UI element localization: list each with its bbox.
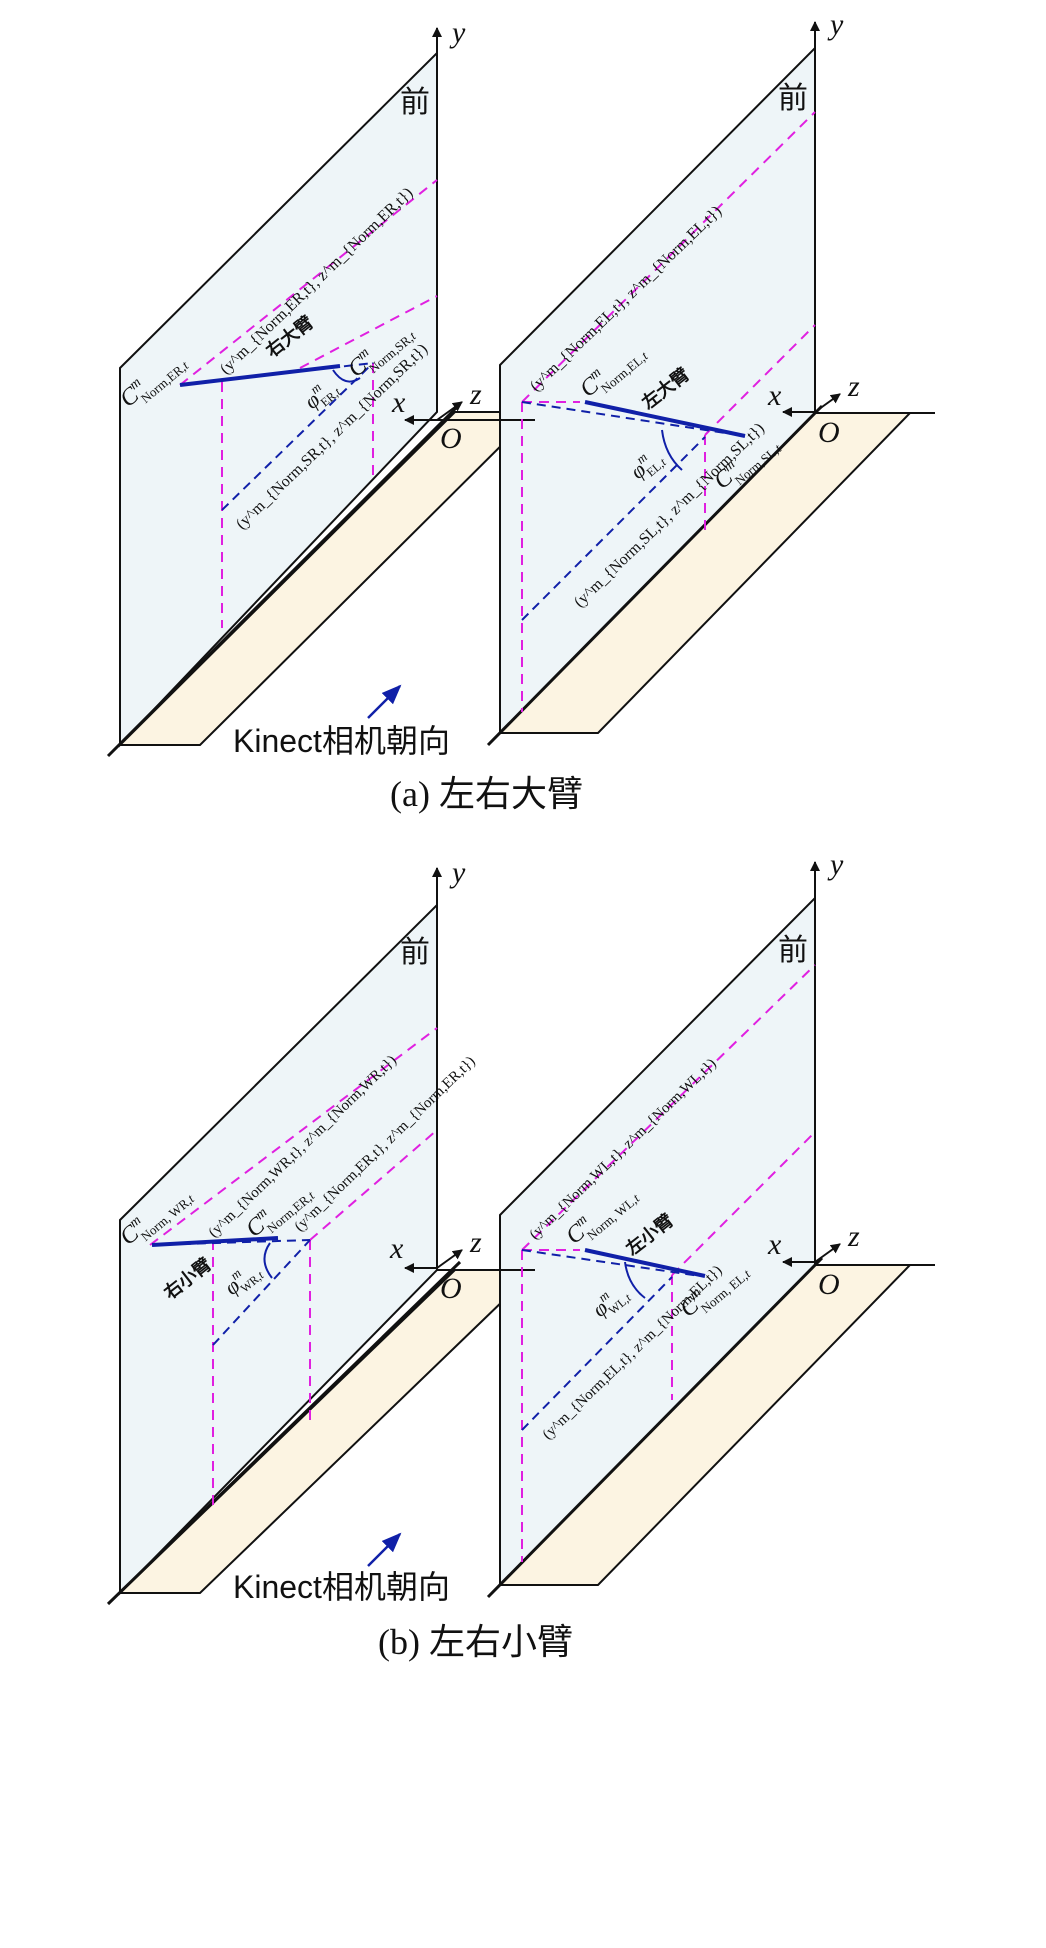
z-axis	[436, 401, 463, 421]
y-axis-label: y	[449, 16, 466, 49]
origin-label: O	[440, 1272, 462, 1305]
panel-a-left-wall-scene: y x z O 前 左大臂 CmNorm	[486, 8, 935, 747]
front-label: 前	[400, 85, 430, 120]
z-axis-label: z	[469, 378, 482, 411]
z-axis-label: z	[469, 1226, 482, 1259]
angle-label-right: φmWR,t	[218, 1255, 267, 1303]
x-axis-label: x	[767, 1228, 782, 1261]
y-axis-label: y	[827, 8, 844, 41]
camera-direction-arrow	[367, 1532, 402, 1567]
x-axis-label: x	[391, 386, 406, 419]
left-upper-arm-segment	[584, 400, 746, 438]
left-forearm-segment	[584, 1248, 706, 1278]
camera-direction-label: Kinect相机朝向	[233, 1569, 450, 1605]
origin-label: O	[818, 1268, 840, 1301]
x-axis-label: x	[767, 379, 782, 412]
panel-b-right-wall-scene: y x z O 前 右小臂 CmNorm, WR,t	[106, 856, 538, 1606]
front-label: 前	[400, 935, 430, 970]
z-axis-label: z	[847, 370, 860, 403]
front-label: 前	[778, 933, 808, 968]
angle-arc	[263, 1242, 273, 1279]
y-axis-label: y	[449, 856, 466, 889]
front-label: 前	[778, 81, 808, 116]
panel-a-right-wall-scene: y x z O 前	[106, 16, 538, 758]
right-upper-arm-segment	[179, 364, 341, 387]
z-axis	[814, 1243, 841, 1263]
panel-a: y x z O 前	[106, 8, 935, 814]
z-axis	[436, 1249, 463, 1269]
x-axis-label: x	[389, 1232, 404, 1265]
panel-b: y x z O 前 右小臂 CmNorm, WR,t	[106, 848, 935, 1662]
origin-label: O	[440, 422, 462, 455]
camera-direction-arrow	[367, 684, 402, 719]
y-axis-label: y	[827, 848, 844, 881]
right-forearm-segment	[151, 1236, 279, 1247]
origin-label: O	[818, 416, 840, 449]
z-axis	[814, 393, 841, 413]
z-axis-label: z	[847, 1220, 860, 1253]
panel-b-caption: (b) 左右小臂	[378, 1622, 573, 1662]
angle-arc	[661, 429, 683, 471]
angle-arc	[332, 369, 361, 383]
camera-direction-label: Kinect相机朝向	[233, 723, 450, 759]
angle-arc	[624, 1261, 646, 1299]
panel-b-left-wall-scene: y x z O 前 左小臂 CmNorm	[486, 848, 935, 1599]
panel-a-caption: (a) 左右大臂	[390, 774, 583, 814]
